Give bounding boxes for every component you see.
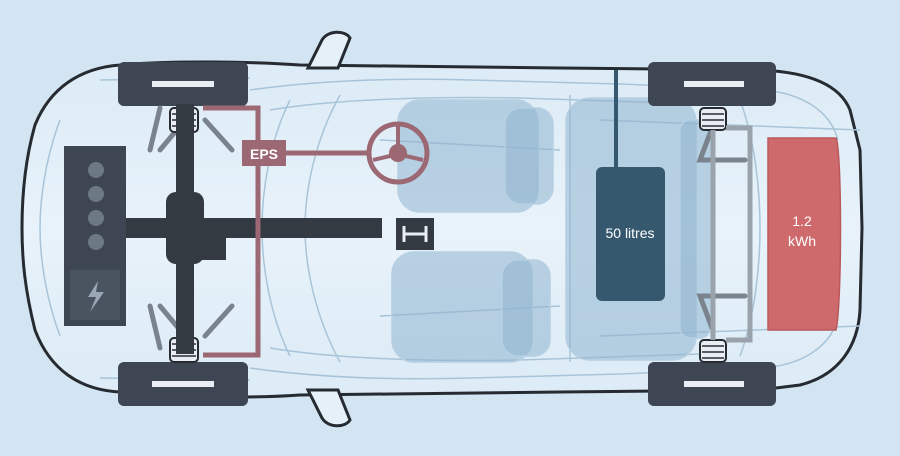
lightning-bolt-icon: [64, 264, 126, 326]
front-seat-top-back: [504, 107, 554, 205]
eps-label: EPS: [250, 146, 278, 162]
h-pattern-gear-icon: [396, 218, 434, 250]
engine-cylinders-icon: [64, 146, 126, 264]
drivetrain: [120, 104, 382, 354]
fuel-tank-label: 50 litres: [605, 225, 654, 241]
eps-box: [242, 140, 286, 166]
steering-system: [203, 105, 368, 358]
battery: [767, 137, 842, 331]
mirror-top: [305, 30, 352, 70]
wheels: [118, 62, 776, 406]
rear-bench-back: [679, 119, 711, 339]
battery-label-line2: kWh: [788, 233, 816, 249]
fuel-tank: [596, 167, 665, 301]
front-seat-bottom-back: [501, 259, 551, 357]
mirror-bottom: [305, 388, 352, 428]
steering-wheel-icon: [366, 121, 430, 185]
battery-label-line1: 1.2: [792, 213, 812, 229]
rear-axle: [710, 125, 753, 343]
